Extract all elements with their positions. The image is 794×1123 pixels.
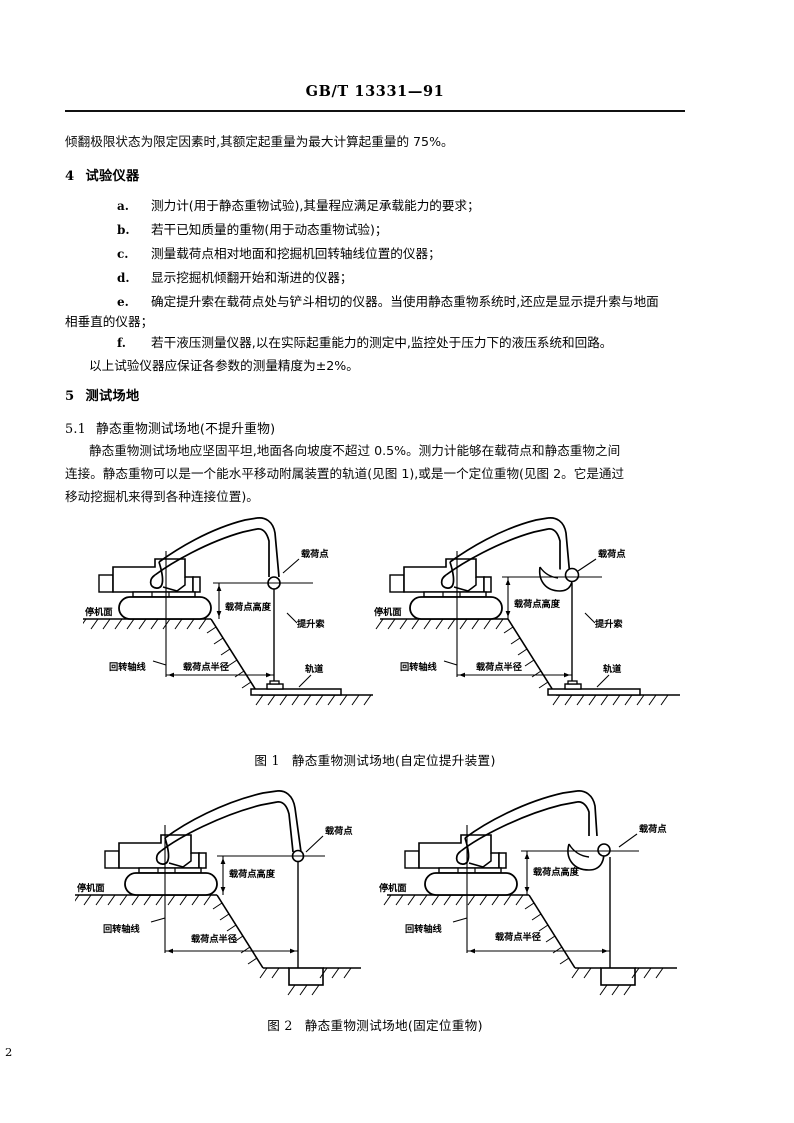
section-5-title: 测试场地 — [85, 389, 140, 404]
page-number: 2 — [5, 1045, 13, 1059]
label-ground-level: 停机面 — [374, 606, 402, 618]
label-load-point: 载荷点 — [301, 548, 329, 560]
fig2-right-panel: 载荷点 载荷点高度 停机面 回转轴线 载荷点半径 — [379, 790, 677, 996]
section-5-1-line-1: 静态重物测试场地应坚固平坦,地面各向坡度不超过 0.5%。测力计能够在载荷点和静… — [89, 443, 621, 458]
label-slew-axis: 回转轴线 — [109, 661, 147, 673]
list-item-text: 若干已知质量的重物(用于动态重物试验)； — [151, 222, 388, 237]
list-marker: c. — [117, 247, 129, 261]
label-load-radius: 载荷点半径 — [191, 933, 238, 945]
section-4-title: 试验仪器 — [85, 169, 140, 184]
fig2-left-panel: 载荷点 载荷点高度 停机面 回转轴线 载荷点半径 — [75, 790, 361, 996]
section-5-1-title: 静态重物测试场地(不提升重物) — [95, 422, 276, 437]
section-4-heading: 4 试验仪器 — [65, 165, 139, 184]
figure-1-text: 静态重物测试场地(自定位提升装置) — [291, 753, 496, 768]
fig1-left-panel: 载荷点 载荷点高度 提升索 停机面 回转轴线 载荷点半径 轨道 — [83, 517, 373, 706]
list-item: b. 若干已知质量的重物(用于动态重物试验)； — [117, 220, 388, 240]
list-item-text: 确定提升索在载荷点处与铲斗相切的仪器。当使用静态重物系统时,还应是显示提升索与地… — [151, 294, 659, 309]
list-item: e. 确定提升索在载荷点处与铲斗相切的仪器。当使用静态重物系统时,还应是显示提升索… — [117, 292, 659, 312]
label-slew-axis: 回转轴线 — [103, 923, 141, 935]
standard-number-header: GB/T 13331—91 — [305, 83, 445, 100]
list-marker: d. — [117, 271, 130, 285]
label-load-point-height: 载荷点高度 — [225, 601, 272, 613]
label-load-point: 载荷点 — [598, 548, 626, 560]
label-load-point-height: 载荷点高度 — [533, 866, 580, 878]
label-rail: 轨道 — [603, 663, 622, 675]
label-load-radius: 载荷点半径 — [495, 931, 542, 943]
figure-2-label: 图 2 — [267, 1018, 293, 1033]
page-content: GB/T 13331—91 倾翻极限状态为限定因素时,其额定起重量为最大计算起重… — [65, 0, 685, 1123]
figure-2-text: 静态重物测试场地(固定位重物) — [304, 1018, 483, 1033]
section-5-number: 5 — [65, 389, 75, 404]
list-item-text: 测量载荷点相对地面和挖掘机回转轴线位置的仪器； — [151, 246, 441, 261]
section-4-closing: 以上试验仪器应保证各参数的测量精度为±2%。 — [89, 358, 359, 373]
section-4-number: 4 — [65, 169, 75, 184]
label-load-point: 载荷点 — [325, 825, 353, 837]
list-marker: f. — [117, 336, 126, 350]
figure-1-caption: 图 1 静态重物测试场地(自定位提升装置) — [65, 750, 685, 769]
list-item: c. 测量载荷点相对地面和挖掘机回转轴线位置的仪器； — [117, 244, 441, 264]
section-5-1-line-2: 连接。静态重物可以是一个能水平移动附属装置的轨道(见图 1),或是一个定位重物(… — [65, 466, 625, 481]
list-item: f. 若干液压测量仪器,以在实际起重能力的测定中,监控处于压力下的液压系统和回路。 — [117, 333, 612, 353]
list-item-text: 测力计(用于静态重物试验),其量程应满足承载能力的要求； — [151, 198, 480, 213]
label-load-point-height: 载荷点高度 — [514, 598, 561, 610]
figure-2: 载荷点 载荷点高度 停机面 回转轴线 载荷点半径 — [75, 790, 685, 1005]
header-divider — [65, 110, 685, 112]
label-load-radius: 载荷点半径 — [476, 661, 523, 673]
section-5-1-number: 5.1 — [65, 422, 86, 437]
label-load-point-height: 载荷点高度 — [229, 868, 276, 880]
label-ground-level: 停机面 — [85, 606, 113, 618]
section-5-1-heading: 5.1 静态重物测试场地(不提升重物) — [65, 418, 275, 437]
label-load-point: 载荷点 — [639, 823, 667, 835]
label-slew-axis: 回转轴线 — [400, 661, 438, 673]
section-5-1-line-3: 移动挖掘机来得到各种连接位置)。 — [65, 489, 259, 504]
figure-1-drawing: 载荷点 载荷点高度 提升索 停机面 回转轴线 载荷点半径 轨道 — [83, 517, 680, 706]
list-item: a. 测力计(用于静态重物试验),其量程应满足承载能力的要求； — [117, 196, 480, 216]
list-item-continuation: 相垂直的仪器； — [65, 314, 154, 329]
section-5-heading: 5 测试场地 — [65, 385, 139, 404]
list-item-text: 若干液压测量仪器,以在实际起重能力的测定中,监控处于压力下的液压系统和回路。 — [151, 335, 613, 350]
lead-paragraph: 倾翻极限状态为限定因素时,其额定起重量为最大计算起重量的 75%。 — [65, 134, 454, 149]
figure-1-label: 图 1 — [254, 753, 280, 768]
label-hoist-rope: 提升索 — [595, 618, 623, 630]
label-load-radius: 载荷点半径 — [183, 661, 230, 673]
list-marker: e. — [117, 295, 129, 309]
label-rail: 轨道 — [305, 663, 324, 675]
figure-2-caption: 图 2 静态重物测试场地(固定位重物) — [65, 1015, 685, 1034]
label-ground-level: 停机面 — [379, 882, 407, 894]
label-slew-axis: 回转轴线 — [405, 923, 443, 935]
figure-1: 载荷点 载荷点高度 提升索 停机面 回转轴线 载荷点半径 轨道 — [83, 515, 683, 740]
list-item: d. 显示挖掘机倾翻开始和渐进的仪器； — [117, 268, 353, 288]
fig1-right-panel: 载荷点 载荷点高度 提升索 停机面 回转轴线 载荷点半径 轨道 — [374, 517, 680, 706]
label-ground-level: 停机面 — [77, 882, 105, 894]
label-hoist-rope: 提升索 — [297, 618, 325, 630]
list-marker: a. — [117, 199, 129, 213]
figure-2-drawing: 载荷点 载荷点高度 停机面 回转轴线 载荷点半径 — [75, 790, 677, 996]
list-item-text: 显示挖掘机倾翻开始和渐进的仪器； — [151, 270, 353, 285]
list-marker: b. — [117, 223, 130, 237]
